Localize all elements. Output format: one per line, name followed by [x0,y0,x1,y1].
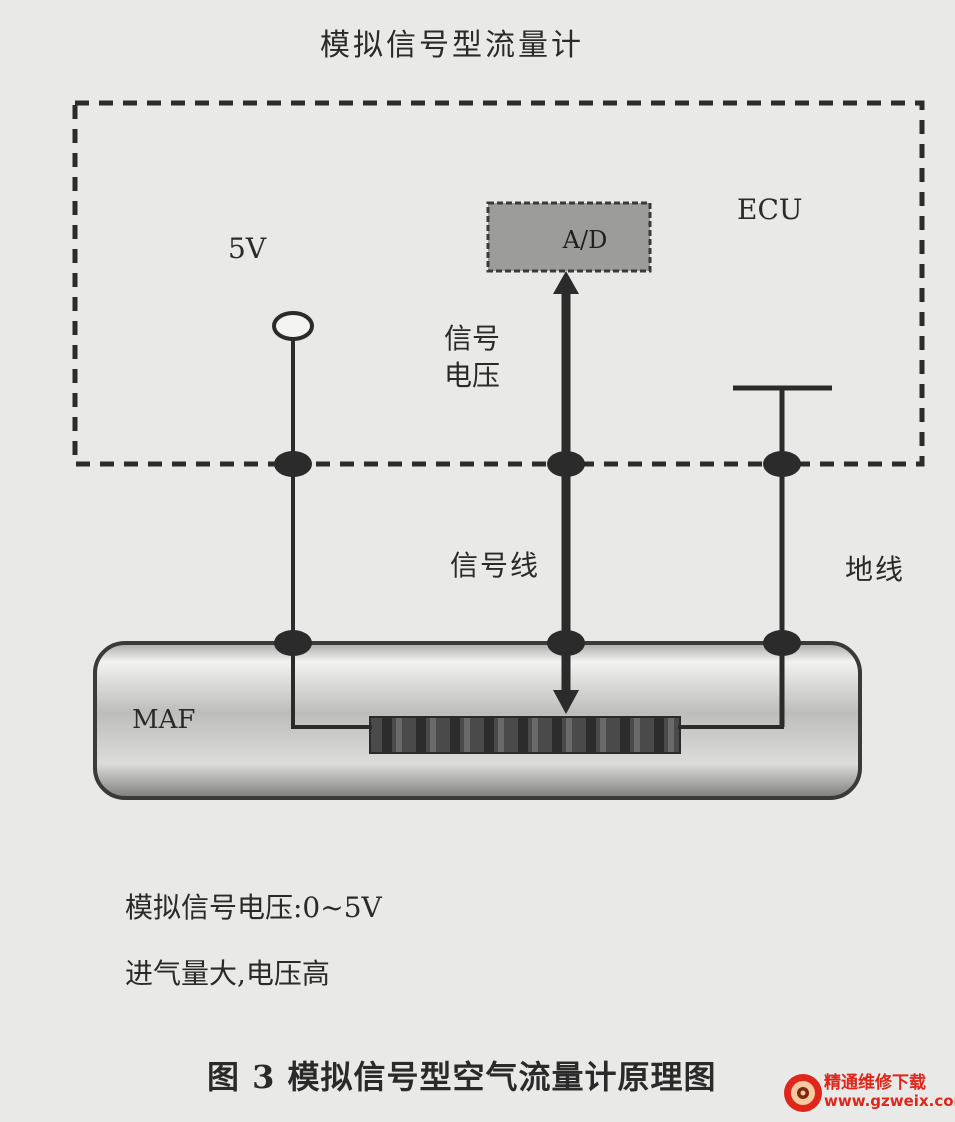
connector-node [274,630,312,656]
connector-node [547,630,585,656]
watermark-url: www.gzweix.com [824,1092,955,1110]
signal-voltage-label-line1: 信号 [444,322,501,355]
voltage-range-note: 模拟信号电压:0~5V [125,891,382,924]
connector-node [763,451,801,477]
figure-caption: 图 3 模拟信号型空气流量计原理图 [207,1058,717,1096]
connector-node [763,630,801,656]
ad-converter-block [486,201,652,273]
maf-label: MAF [132,705,196,735]
watermark-logo: 精通维修下载 www.gzweix.com [780,1062,955,1122]
maf-heater-element [369,716,681,754]
ecu-label: ECU [737,193,803,226]
supply-terminal-icon [272,311,314,341]
arrow-up-icon [553,271,579,294]
connector-node [274,451,312,477]
ground-wire-label: 地线 [845,553,906,586]
intake-voltage-relation-note: 进气量大,电压高 [125,957,330,990]
watermark-emblem-icon [784,1074,822,1112]
ecu-boundary [72,100,925,467]
ad-converter-label: A/D [562,226,608,254]
diagram-title: 模拟信号型流量计 [320,28,584,63]
connector-node [547,451,585,477]
arrow-down-icon [553,690,579,714]
signal-wire-label: 信号线 [450,549,541,582]
signal-voltage-label-line2: 电压 [444,359,501,392]
watermark-name: 精通维修下载 [824,1073,926,1093]
supply-voltage-label: 5V [228,232,267,265]
